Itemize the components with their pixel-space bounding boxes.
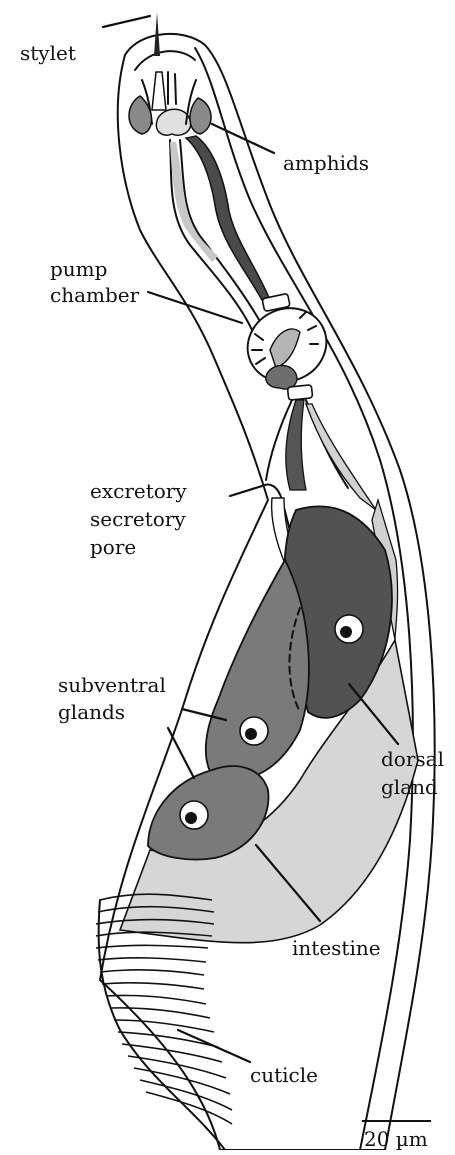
label-stylet: stylet: [20, 40, 76, 66]
label-subventral-line-2: glands: [58, 699, 125, 725]
dorsal-gland-nucleolus: [340, 626, 352, 638]
label-intestine: intestine: [292, 935, 381, 961]
label-subventral-line-1: subventral: [58, 672, 166, 698]
excretory-pore-leader-line: [230, 486, 262, 496]
label-dorsal-line-1: dorsal: [381, 746, 444, 772]
label-excretory-line-3: pore: [90, 534, 136, 560]
label-pump-line-1: pump: [50, 256, 107, 282]
bulb-valve-bottom: [287, 385, 312, 400]
subventral-nucleolus-upper: [245, 728, 257, 740]
label-excretory-line-1: excretory: [90, 478, 187, 504]
label-dorsal-line-2: gland: [381, 774, 438, 800]
label-cuticle: cuticle: [250, 1062, 318, 1088]
label-excretory-line-2: secretory: [90, 506, 186, 532]
subventral-nucleolus-lower: [185, 812, 197, 824]
bulb-lower-lobe: [266, 365, 297, 389]
scale-bar-label: 20 µm: [364, 1126, 428, 1152]
label-amphids: amphids: [283, 150, 369, 176]
stylet-leader-line: [103, 16, 150, 27]
label-pump-line-2: chamber: [50, 282, 139, 308]
